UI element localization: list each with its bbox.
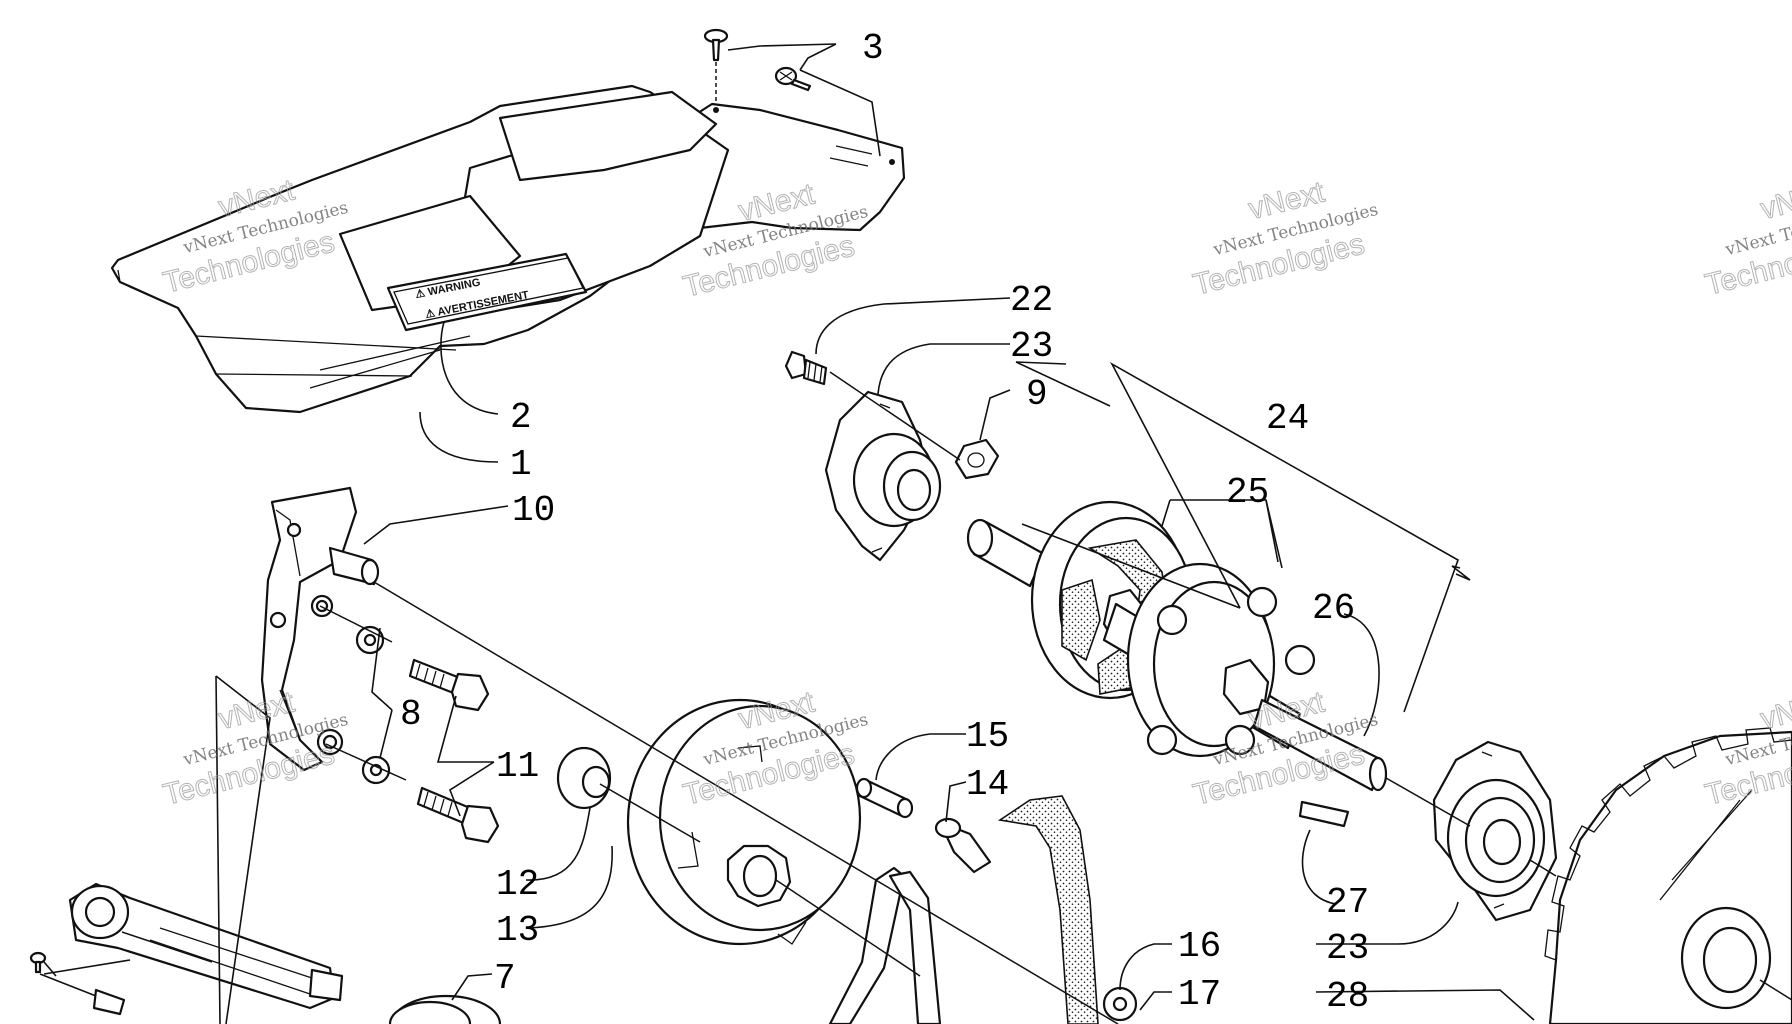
- callout-3: 3: [862, 28, 884, 69]
- callout-numbers: 3 2 1 10 22 23 9 24 25 26 8 11 15 14 12 …: [400, 28, 1369, 1017]
- brake-band: [828, 795, 1099, 1024]
- band-pin: [855, 777, 914, 819]
- callout-11: 11: [496, 746, 539, 787]
- callout-9: 9: [1026, 374, 1048, 415]
- brake-disc-7: [388, 994, 502, 1024]
- callout-2: 2: [510, 397, 532, 438]
- leader-lines: [43, 43, 1535, 1024]
- screw-top: [703, 28, 729, 102]
- brake-lever-arm: [68, 882, 344, 1016]
- washer-16: [1102, 986, 1138, 1022]
- hex-nut-9: [954, 438, 1000, 480]
- callout-27: 27: [1326, 882, 1369, 923]
- watermark-text: vNext: [1757, 175, 1792, 226]
- spacer-bushing: [556, 746, 612, 810]
- brake-drum: [626, 698, 862, 946]
- warning-label: ⚠ WARNING ⚠ AVERTISSEMENT: [386, 252, 588, 332]
- callout-12: 12: [496, 864, 539, 905]
- callout-23-top: 23: [1010, 326, 1053, 367]
- band-clevis: [934, 817, 992, 874]
- bolt-upper: [408, 658, 490, 712]
- callout-10: 10: [512, 490, 555, 531]
- callout-13: 13: [496, 910, 539, 951]
- callout-14: 14: [966, 764, 1009, 805]
- bolt-lower: [416, 786, 500, 844]
- carriage-bolt-22: [784, 350, 828, 386]
- callout-16: 16: [1178, 926, 1221, 967]
- jackshaft-assembly: [966, 500, 1388, 792]
- callout-7: 7: [494, 958, 516, 999]
- bearing-flange-lower: [1432, 740, 1558, 922]
- callout-23-bottom: 23: [1326, 928, 1369, 969]
- callout-8: 8: [400, 694, 422, 735]
- callout-24: 24: [1266, 398, 1309, 439]
- callout-28: 28: [1326, 976, 1369, 1017]
- callout-25: 25: [1226, 472, 1269, 513]
- callout-17: 17: [1178, 974, 1221, 1015]
- sprocket: [1544, 727, 1792, 1024]
- callout-22: 22: [1010, 280, 1053, 321]
- callout-1: 1: [510, 444, 532, 485]
- bearing-flange-upper: [824, 390, 942, 562]
- watermark-text: vNext: [1757, 685, 1792, 736]
- callout-26: 26: [1312, 588, 1355, 629]
- motor-bracket: [260, 486, 380, 772]
- key-27: [1298, 800, 1350, 828]
- callout-15: 15: [966, 716, 1009, 757]
- assembly-axes: [39, 371, 1792, 1024]
- small-screw: [29, 951, 47, 974]
- screw-side: [774, 66, 812, 92]
